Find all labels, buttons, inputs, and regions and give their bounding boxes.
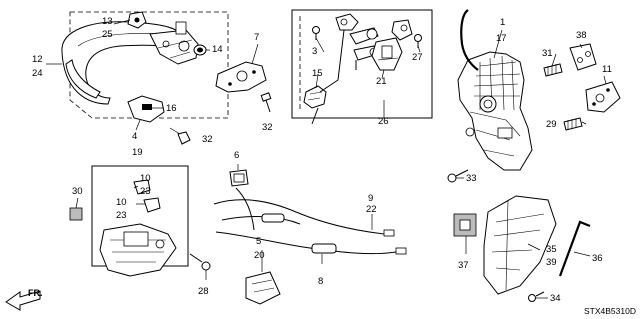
callout-38: 38	[576, 30, 587, 41]
callout-10-lower: 10	[116, 197, 127, 208]
bolt-32-right	[260, 92, 272, 113]
callout-10-upper: 10	[140, 173, 151, 184]
handle-clip	[127, 11, 147, 29]
leader-lines	[46, 19, 607, 299]
callout-28: 28	[198, 286, 209, 297]
callout-23-lower: 23	[116, 210, 127, 221]
callout-24: 24	[32, 68, 43, 79]
screw-27	[414, 34, 422, 48]
handle-grommet	[193, 44, 207, 56]
callout-32-right: 32	[262, 122, 273, 133]
callout-7: 7	[254, 32, 259, 43]
callout-22: 22	[366, 204, 377, 215]
callout-1: 1	[500, 17, 505, 28]
bolt-32-left	[169, 127, 191, 145]
screw-29	[563, 117, 583, 131]
callout-29: 29	[546, 119, 557, 130]
callout-13: 13	[102, 16, 113, 27]
screw-28	[189, 253, 211, 271]
callout-26: 26	[378, 116, 389, 127]
callout-6: 6	[234, 150, 239, 161]
latch-rod	[460, 9, 479, 71]
cable-cover-20	[245, 271, 281, 305]
callout-17: 17	[496, 33, 507, 44]
callout-12: 12	[32, 54, 43, 65]
cable-9-22-b	[221, 216, 301, 225]
inner-handle-clip-10b	[143, 197, 161, 213]
cylinder-lever	[391, 19, 413, 41]
latch-protector-35-39	[483, 195, 557, 295]
screw-34	[528, 291, 545, 302]
cable-end-lower	[395, 247, 407, 255]
cylinder-rod-assembly	[319, 13, 359, 93]
callout-35: 35	[546, 244, 557, 255]
handle-protector-plate	[127, 95, 165, 123]
cylinder-switch-21	[371, 37, 403, 71]
inner-handle-clip-10a	[133, 179, 151, 195]
callout-11: 11	[602, 64, 612, 75]
inner-handle-group-box	[91, 165, 189, 267]
callout-5: 5	[256, 236, 261, 247]
cable-clip-6	[229, 169, 249, 187]
callout-14: 14	[212, 44, 223, 55]
callout-39: 39	[546, 257, 557, 268]
callout-9: 9	[368, 193, 373, 204]
callout-33: 33	[466, 173, 477, 184]
callout-labels: 1 17 3 4 5 20 6 7 8 9 22 10 23 10 23 11 …	[32, 16, 612, 304]
inner-door-handle	[99, 223, 177, 277]
callout-30: 30	[72, 186, 83, 197]
clip-30	[69, 207, 83, 221]
callout-32-left: 32	[202, 134, 213, 145]
screw-31	[543, 63, 563, 77]
rod-36	[558, 220, 591, 277]
handle-bracket-7	[215, 61, 267, 93]
outer-handle-group-box	[69, 11, 229, 119]
cable-9-22	[213, 199, 385, 235]
callout-19: 19	[132, 147, 143, 158]
callout-23-upper: 23	[140, 186, 151, 197]
callout-20: 20	[254, 250, 265, 261]
callout-21: 21	[376, 76, 387, 87]
callout-15: 15	[312, 68, 323, 79]
door-lock-actuator-latch	[457, 51, 533, 171]
seal-37	[453, 213, 477, 237]
catalog-code: STX4B5310D	[584, 306, 636, 316]
callout-31: 31	[542, 48, 553, 59]
cable-end-upper	[383, 229, 395, 237]
callout-27: 27	[412, 52, 423, 63]
door-striker-11	[585, 81, 621, 113]
cable-sleeve-lower	[311, 243, 337, 254]
screw-33	[447, 169, 469, 183]
key-cylinder-group-box	[291, 9, 433, 119]
striker-shim-38	[569, 43, 597, 71]
cable-8	[215, 231, 397, 255]
callout-25: 25	[102, 29, 113, 40]
callout-37: 37	[458, 260, 469, 271]
screw-3	[312, 26, 320, 40]
callout-36: 36	[592, 253, 603, 264]
front-direction-label: FR.	[28, 288, 43, 298]
callout-34: 34	[550, 293, 561, 304]
handle-base-mechanism	[149, 21, 199, 65]
callout-16: 16	[166, 103, 177, 114]
callout-8: 8	[318, 276, 323, 287]
callout-3: 3	[312, 46, 317, 57]
callout-4: 4	[132, 131, 137, 142]
cable-sleeve-upper	[261, 213, 285, 223]
front-direction-arrow: FR.	[5, 288, 43, 311]
